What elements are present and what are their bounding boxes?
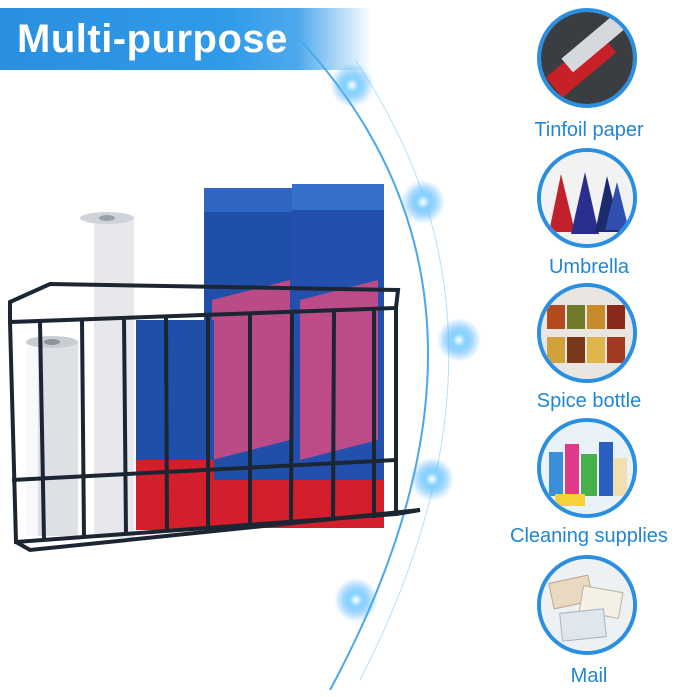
use-label-cleaning: Cleaning supplies	[510, 525, 668, 547]
arc-dot	[334, 578, 378, 622]
arc-dot	[330, 63, 374, 107]
tall-film-roll	[80, 212, 134, 538]
use-label-mail: Mail	[570, 665, 608, 687]
use-image-tinfoil	[537, 8, 637, 108]
banner-title: Multi-purpose	[17, 17, 288, 61]
use-image-mail	[537, 555, 637, 655]
use-label-umbrella: Umbrella	[548, 256, 630, 278]
use-image-umbrella	[537, 148, 637, 248]
wire-basket	[8, 281, 421, 553]
mail-envelopes-icon	[541, 559, 633, 651]
tinfoil-roll-icon	[541, 12, 633, 104]
short-film-roll	[26, 336, 78, 536]
storage-box-front	[136, 320, 214, 530]
spice-jars-icon	[541, 287, 633, 379]
product-basket-illustration	[8, 184, 421, 553]
arc-dot	[437, 318, 481, 362]
cleaning-bottles-icon	[541, 422, 633, 514]
arc-dot	[401, 180, 445, 224]
use-image-cleaning	[537, 418, 637, 518]
use-label-spice: Spice bottle	[536, 390, 642, 412]
use-label-tinfoil: Tinfoil paper	[534, 119, 644, 141]
use-image-spice	[537, 283, 637, 383]
title-banner: Multi-purpose	[0, 8, 372, 70]
storage-box-back-right	[292, 184, 384, 528]
umbrella-icon	[541, 152, 633, 244]
arc-dot	[410, 457, 454, 501]
